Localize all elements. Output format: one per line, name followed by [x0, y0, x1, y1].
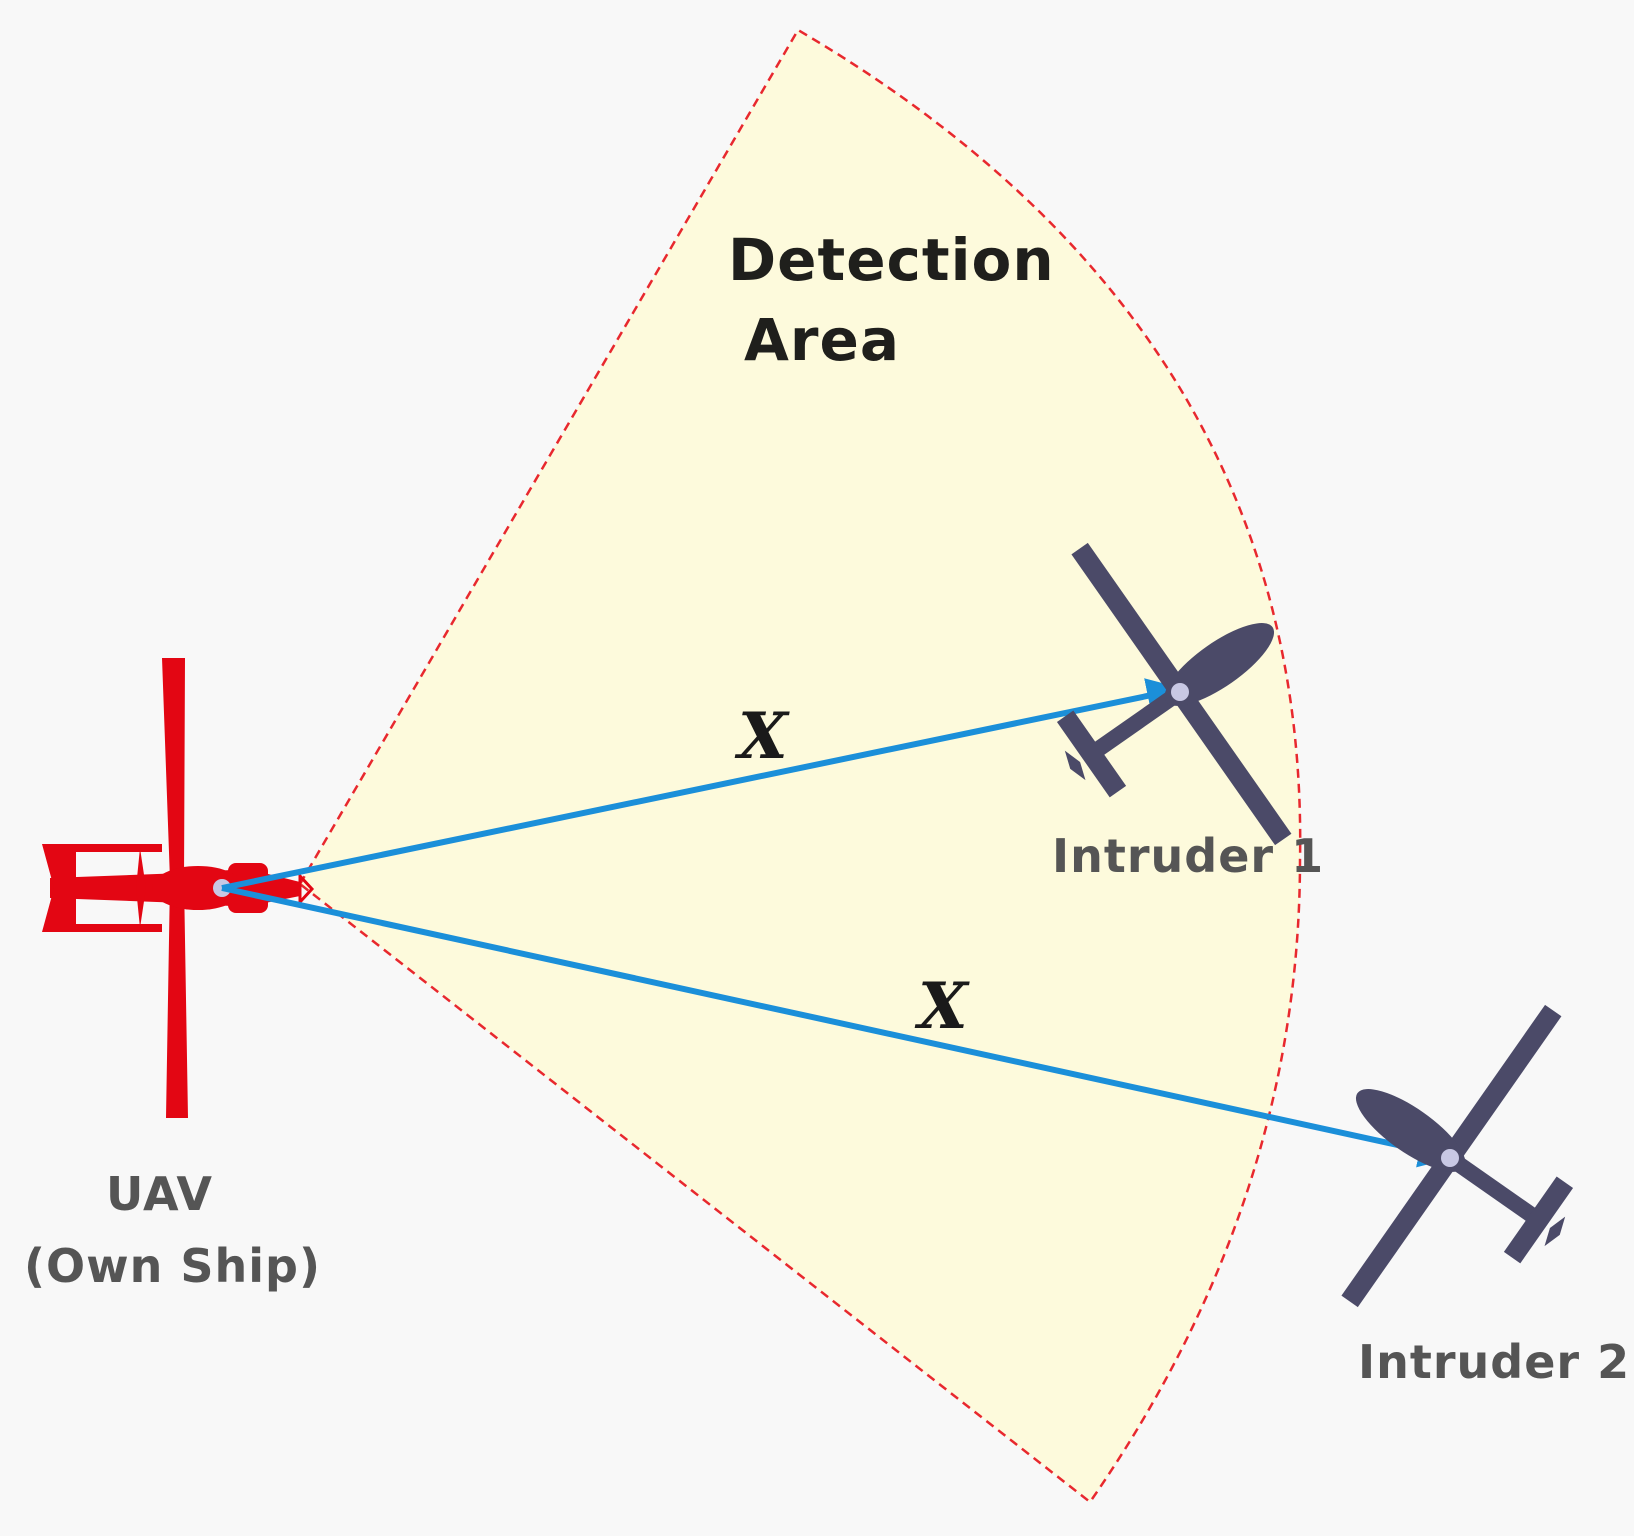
uav-own-ship-icon [42, 658, 315, 1118]
detection-area-label-line1: Detection [728, 226, 1055, 294]
distance-arrow-intruder-1 [221, 678, 1184, 891]
intruder-1-center-dot [1171, 683, 1189, 701]
intruder-2-label: Intruder 2 [1358, 1335, 1630, 1389]
distance-arrow-intruder-2 [221, 885, 1456, 1168]
distance-label-1: X [734, 699, 790, 774]
detection-area-label-line2: Area [744, 306, 900, 374]
own-ship-label-line1: UAV [106, 1167, 213, 1221]
intruder-2-center-dot [1441, 1149, 1459, 1167]
own-ship-label-line2: (Own Ship) [24, 1239, 321, 1293]
distance-label-2: X [914, 969, 970, 1044]
intruder-1-label: Intruder 1 [1052, 829, 1324, 883]
